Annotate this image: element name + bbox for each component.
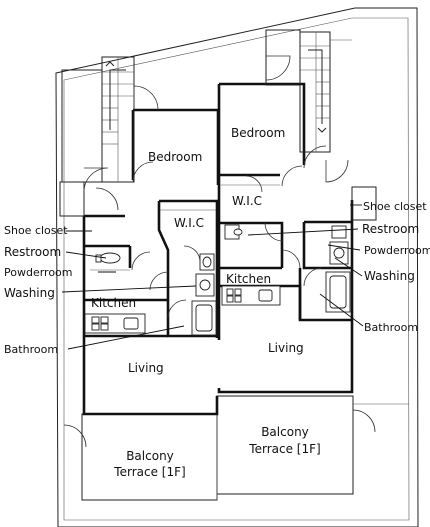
doors	[83, 55, 349, 319]
label-living-right: Living	[268, 341, 304, 355]
label-wic-right: W.I.C	[232, 194, 262, 208]
label-kitchen-right: Kitchen	[226, 272, 271, 286]
label-bathroom-right: Bathroom	[364, 321, 418, 334]
label-powderroom-left: Powderroom	[4, 266, 73, 279]
fixtures	[84, 184, 351, 336]
label-shoe-closet-left: Shoe closet	[4, 224, 68, 237]
label-restroom-right: Restroom	[362, 222, 419, 236]
label-terrace-left: Terrace [1F]	[113, 465, 185, 479]
label-balcony-right: Balcony	[261, 425, 309, 439]
label-terrace-right: Terrace [1F]	[248, 442, 320, 456]
label-washing-left: Washing	[4, 286, 55, 300]
label-wic-left: W.I.C	[174, 216, 204, 230]
leader-lines	[61, 204, 364, 350]
site-boundary	[55, 7, 419, 527]
callout-labels: Shoe closet Restroom Powderroom Washing …	[4, 200, 430, 356]
terrace-area	[63, 395, 409, 501]
label-kitchen-left: Kitchen	[91, 296, 136, 310]
room-labels: Bedroom Bedroom W.I.C W.I.C Kitchen Kitc…	[91, 126, 321, 479]
label-powderroom-right: Powderroom	[364, 244, 430, 257]
left-unit-walls	[59, 108, 220, 416]
label-bedroom-right: Bedroom	[231, 126, 285, 140]
label-shoe-closet-right: Shoe closet	[363, 200, 427, 213]
label-restroom-left: Restroom	[4, 245, 61, 259]
label-living-left: Living	[128, 361, 164, 375]
label-balcony-left: Balcony	[126, 449, 174, 463]
stairs	[61, 29, 352, 183]
label-bathroom-left: Bathroom	[4, 343, 58, 356]
label-washing-right: Washing	[364, 269, 415, 283]
label-bedroom-left: Bedroom	[148, 150, 202, 164]
